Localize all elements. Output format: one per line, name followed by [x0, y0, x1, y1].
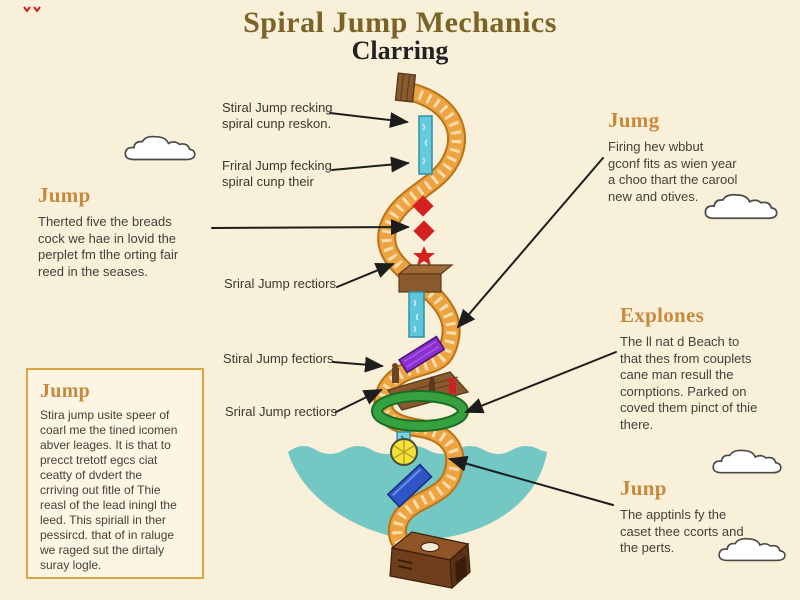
note-body: The apptinls fy the caset thee ccorts an…	[620, 507, 744, 555]
info-box-body: Stira jump usite speer of coarl me the t…	[40, 408, 178, 572]
wooden-box-icon	[397, 264, 454, 293]
note-body: The ll nat d Beach to that thes from cou…	[620, 334, 758, 432]
note-right-junp: Junp The apptinls fy the caset thee ccor…	[620, 476, 795, 557]
info-box-heading: Jump	[40, 380, 91, 402]
wooden-crate-icon	[389, 531, 471, 590]
page-subtitle: Clarring	[351, 36, 449, 65]
note-right-explones: Explones The ll nat d Beach to that thes…	[620, 303, 798, 433]
note-heading: Explones	[620, 303, 705, 327]
note-heading: Jump	[38, 183, 91, 207]
note-body: Firing hev wbbut gconf fits as wien year…	[608, 139, 738, 204]
note-body: Therted five the breads cock we hae in l…	[38, 214, 179, 279]
note-right-jumg: Jumg Firing hev wbbut gconf fits as wien…	[608, 108, 793, 205]
note-heading: Jumg	[608, 108, 660, 132]
callout-label-3: Sriral Jump rectiors	[224, 276, 336, 291]
callout-label-4: Stiral Jump fectiors	[223, 351, 334, 366]
purple-ramp-icon	[398, 335, 446, 374]
page-title: Spiral Jump Mechanics	[243, 6, 557, 39]
note-heading: Junp	[620, 476, 667, 500]
yellow-coin-icon	[390, 438, 418, 466]
water-basin-icon	[288, 445, 547, 540]
callout-arrows	[211, 112, 617, 506]
green-ring-icon	[371, 390, 469, 432]
red-star-icon	[413, 246, 435, 266]
wooden-plank-icon	[394, 72, 417, 103]
water-slide-icon	[418, 115, 433, 175]
callout-label-5: Sriral Jump rectiors	[225, 404, 337, 419]
spiral-track-icon	[373, 80, 467, 567]
callout-label-1: Stiral Jump recking spiral cunp reskon.	[222, 100, 333, 131]
cloud-icon	[124, 135, 196, 161]
blue-ramp-icon	[386, 463, 433, 508]
cloud-icon	[712, 449, 782, 474]
raft-figures-icon	[392, 363, 456, 394]
info-box-jump: Jump Stira jump usite speer of coarl me …	[26, 368, 204, 579]
corner-mark-icon	[23, 6, 41, 13]
water-column-icon	[408, 291, 425, 338]
callout-label-2: Friral Jump fecking spiral cunp their	[222, 158, 332, 189]
note-left-jump: Jump Therted five the breads cock we hae…	[38, 183, 238, 280]
